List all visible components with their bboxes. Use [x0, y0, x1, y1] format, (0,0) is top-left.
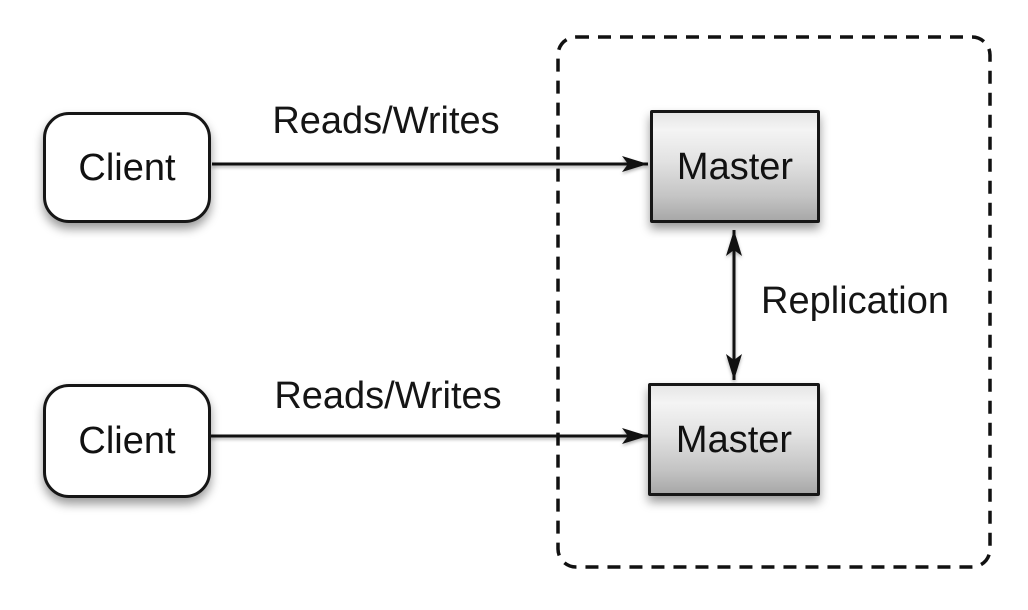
- edge-label-reads-writes-bottom: Reads/Writes: [274, 375, 502, 417]
- edge-label-replication: Replication: [761, 280, 949, 322]
- arrows-group: [210, 156, 742, 444]
- client-node-top-label: Client: [78, 146, 176, 189]
- replication-group-boundary: [556, 35, 992, 569]
- master-node-bottom: Master: [648, 383, 820, 496]
- client-node-bottom-label: Client: [78, 420, 176, 462]
- client-node-top: Client: [43, 112, 211, 223]
- master-node-top: Master: [650, 110, 820, 223]
- master-node-bottom-label: Master: [675, 418, 793, 461]
- client-node-bottom: Client: [43, 384, 211, 498]
- master-node-top-label: Master: [676, 145, 794, 188]
- edge-label-reads-writes-top: Reads/Writes: [272, 100, 500, 142]
